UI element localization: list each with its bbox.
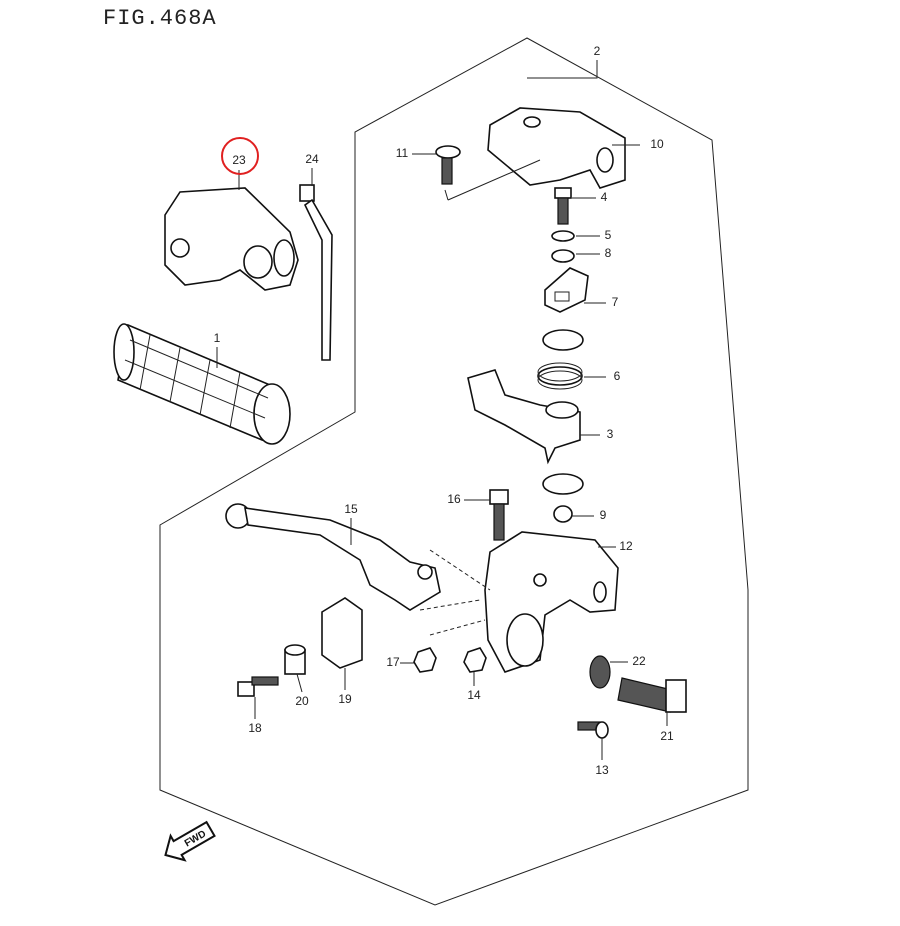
part-1-grip[interactable] [113, 323, 291, 445]
part-19-holder[interactable] [321, 597, 363, 669]
part-14-nut[interactable] [463, 647, 487, 673]
label-part-15: 15 [344, 502, 358, 516]
part-11-screw[interactable] [435, 145, 461, 185]
dashed-guide-lines [419, 549, 491, 636]
part-6-spring[interactable] [537, 362, 583, 390]
label-part-20: 20 [295, 694, 309, 708]
label-part-14: 14 [467, 688, 481, 702]
part-ring[interactable] [542, 329, 584, 351]
label-part-16: 16 [447, 492, 461, 506]
label-part-8: 8 [605, 246, 612, 260]
part-22-locknut[interactable] [589, 655, 611, 689]
label-part-7: 7 [612, 295, 619, 309]
part-17-nut[interactable] [413, 647, 437, 673]
leader-lines [216, 60, 668, 760]
part-21-adjuster[interactable] [617, 677, 687, 713]
fwd-arrow-icon: FWD [164, 820, 216, 862]
label-part-12: 12 [619, 539, 633, 553]
part-15-brake-lever[interactable] [225, 503, 441, 611]
part-13-screw[interactable] [577, 721, 609, 739]
part-8-washer[interactable] [551, 249, 575, 263]
label-part-18: 18 [248, 721, 262, 735]
label-part-17: 17 [386, 655, 400, 669]
part-ring-lower[interactable] [542, 473, 584, 495]
label-part-1: 1 [214, 331, 221, 345]
label-part-9: 9 [600, 508, 607, 522]
part-4-bolt[interactable] [554, 187, 572, 225]
label-part-6: 6 [614, 369, 621, 383]
part-24-cable-tie[interactable] [299, 184, 333, 361]
label-part-2: 2 [594, 44, 601, 58]
label-part-3: 3 [607, 427, 614, 441]
label-part-5: 5 [605, 228, 612, 242]
part-18-bolt[interactable] [237, 676, 279, 697]
part-3-throttle-lever[interactable] [467, 369, 581, 465]
highlight-circle [221, 137, 259, 175]
part-5-washer[interactable] [551, 230, 575, 242]
label-part-23: 23 [232, 153, 246, 167]
label-part-10: 10 [650, 137, 664, 151]
part-23-housing[interactable] [164, 187, 299, 291]
part-12-master-cylinder[interactable] [484, 531, 619, 673]
label-part-24: 24 [305, 152, 319, 166]
label-part-21: 21 [660, 729, 674, 743]
part-10-cover[interactable] [487, 107, 626, 189]
label-part-4: 4 [601, 190, 608, 204]
label-part-19: 19 [338, 692, 352, 706]
figure-title: FIG.468A [103, 6, 217, 31]
part-16-bolt[interactable] [489, 489, 509, 541]
assembly-outline [159, 37, 749, 906]
part-9-nut[interactable] [553, 505, 573, 523]
part-7-plate[interactable] [544, 267, 589, 313]
label-part-13: 13 [595, 763, 609, 777]
label-part-22: 22 [632, 654, 646, 668]
guide-line [444, 159, 541, 201]
label-part-11: 11 [396, 146, 409, 160]
part-20-collar[interactable] [284, 644, 306, 675]
